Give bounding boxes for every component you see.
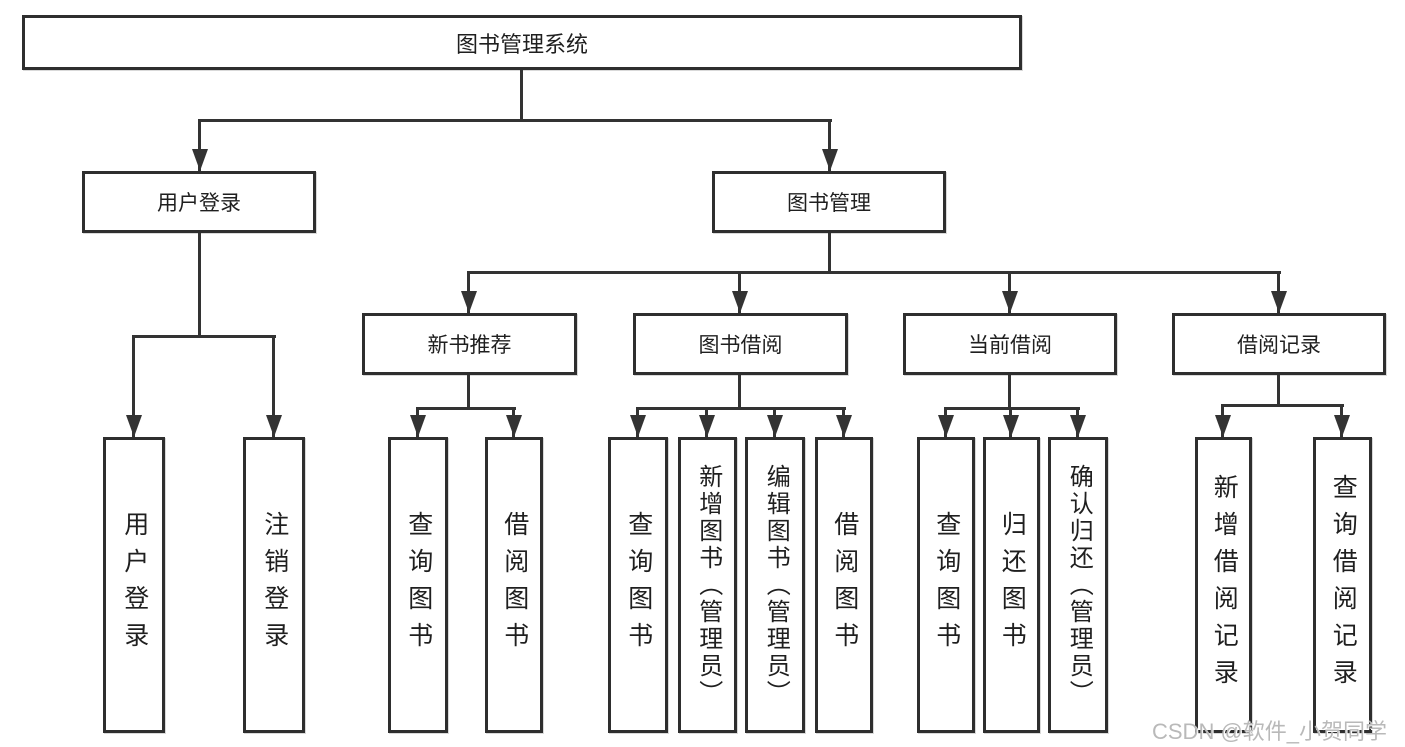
arrow-to-query-borrow-record <box>1340 404 1343 437</box>
node-book-management: 图书管理 <box>712 171 946 233</box>
node-label: 查询图书 <box>932 511 961 659</box>
node-label: 图书借阅 <box>698 334 783 357</box>
arrow-to-add-borrow-record <box>1221 404 1224 437</box>
node-label: 查询借阅记录 <box>1329 474 1358 696</box>
connector-book-management-bar <box>467 271 1281 274</box>
arrow-to-return-books <box>1009 407 1012 437</box>
node-label: 图书管理系统 <box>455 31 588 57</box>
node-user-login: 用户登录 <box>82 171 316 233</box>
arrow-to-book-management <box>828 119 831 171</box>
arrow-to-query-books-1 <box>416 407 419 437</box>
node-query-borrow-record: 查询借阅记录 <box>1313 437 1372 733</box>
connector-borrowing-records-bar <box>1222 404 1344 407</box>
node-query-books-recommend: 查询图书 <box>388 437 448 733</box>
arrow-to-user-login-leaf <box>132 335 135 437</box>
connector-new-book-bar <box>417 407 516 410</box>
node-label: 新增图书（管理员） <box>694 463 722 707</box>
connector-borrowing-records-stem <box>1277 375 1280 404</box>
connector-user-login-bar <box>133 335 276 338</box>
connector-book-borrowing-bar <box>637 407 846 410</box>
node-borrow-books-recommend: 借阅图书 <box>485 437 543 733</box>
node-book-borrowing: 图书借阅 <box>633 313 848 375</box>
node-label: 用户登录 <box>120 511 149 659</box>
node-current-borrowing: 当前借阅 <box>903 313 1117 375</box>
node-label: 注销登录 <box>260 511 289 659</box>
connector-new-book-stem <box>467 375 470 407</box>
node-new-book-recommendation: 新书推荐 <box>362 313 577 375</box>
node-label: 图书管理 <box>787 192 871 215</box>
node-query-books-current: 查询图书 <box>917 437 975 733</box>
node-label: 当前借阅 <box>968 334 1052 357</box>
arrow-to-query-books-2 <box>636 407 639 437</box>
node-library-management-system: 图书管理系统 <box>22 15 1022 70</box>
node-label: 借阅图书 <box>500 511 529 659</box>
arrow-to-confirm-return <box>1076 407 1079 437</box>
node-borrowing-records: 借阅记录 <box>1172 313 1386 375</box>
node-borrow-books-borrowing: 借阅图书 <box>815 437 873 733</box>
arrow-to-book-borrowing <box>738 271 741 313</box>
node-return-books: 归还图书 <box>983 437 1040 733</box>
node-add-book-admin: 新增图书（管理员） <box>678 437 737 733</box>
node-label: 借阅记录 <box>1237 334 1321 357</box>
arrow-to-borrow-books-1 <box>512 407 515 437</box>
arrow-to-borrowing-records <box>1277 271 1280 313</box>
connector-current-borrowing-bar <box>945 407 1080 410</box>
node-label: 用户登录 <box>157 192 241 215</box>
arrow-to-new-book-recommendation <box>467 271 470 313</box>
connector-user-login-stem <box>198 233 201 335</box>
connector-root-bar <box>199 119 832 122</box>
node-label: 新书推荐 <box>427 334 512 357</box>
arrow-to-current-borrowing <box>1008 271 1011 313</box>
node-label: 新增借阅记录 <box>1210 474 1239 696</box>
connector-book-borrowing-stem <box>738 375 741 407</box>
connector-root-stem <box>520 70 523 119</box>
node-label: 查询图书 <box>404 511 433 659</box>
node-query-books-borrowing: 查询图书 <box>608 437 668 733</box>
arrow-to-edit-book <box>773 407 776 437</box>
arrow-to-logout <box>272 335 275 437</box>
node-add-borrow-record: 新增借阅记录 <box>1195 437 1252 733</box>
node-logout: 注销登录 <box>243 437 305 733</box>
arrow-to-add-book <box>705 407 708 437</box>
arrow-to-query-books-3 <box>944 407 947 437</box>
node-confirm-return-admin: 确认归还（管理员） <box>1048 437 1108 733</box>
node-label: 查询图书 <box>624 511 653 659</box>
node-user-login-leaf: 用户登录 <box>103 437 165 733</box>
node-label: 编辑图书（管理员） <box>762 463 790 707</box>
watermark: CSDN @软件_小贺同学 <box>1152 719 1388 744</box>
node-label: 借阅图书 <box>830 511 859 659</box>
connector-book-management-stem <box>828 233 831 273</box>
arrow-to-borrow-books-2 <box>842 407 845 437</box>
node-edit-book-admin: 编辑图书（管理员） <box>745 437 805 733</box>
arrow-to-user-login <box>198 119 201 171</box>
node-label: 确认归还（管理员） <box>1065 463 1093 707</box>
connector-current-borrowing-stem <box>1008 375 1011 407</box>
node-label: 归还图书 <box>998 511 1027 659</box>
